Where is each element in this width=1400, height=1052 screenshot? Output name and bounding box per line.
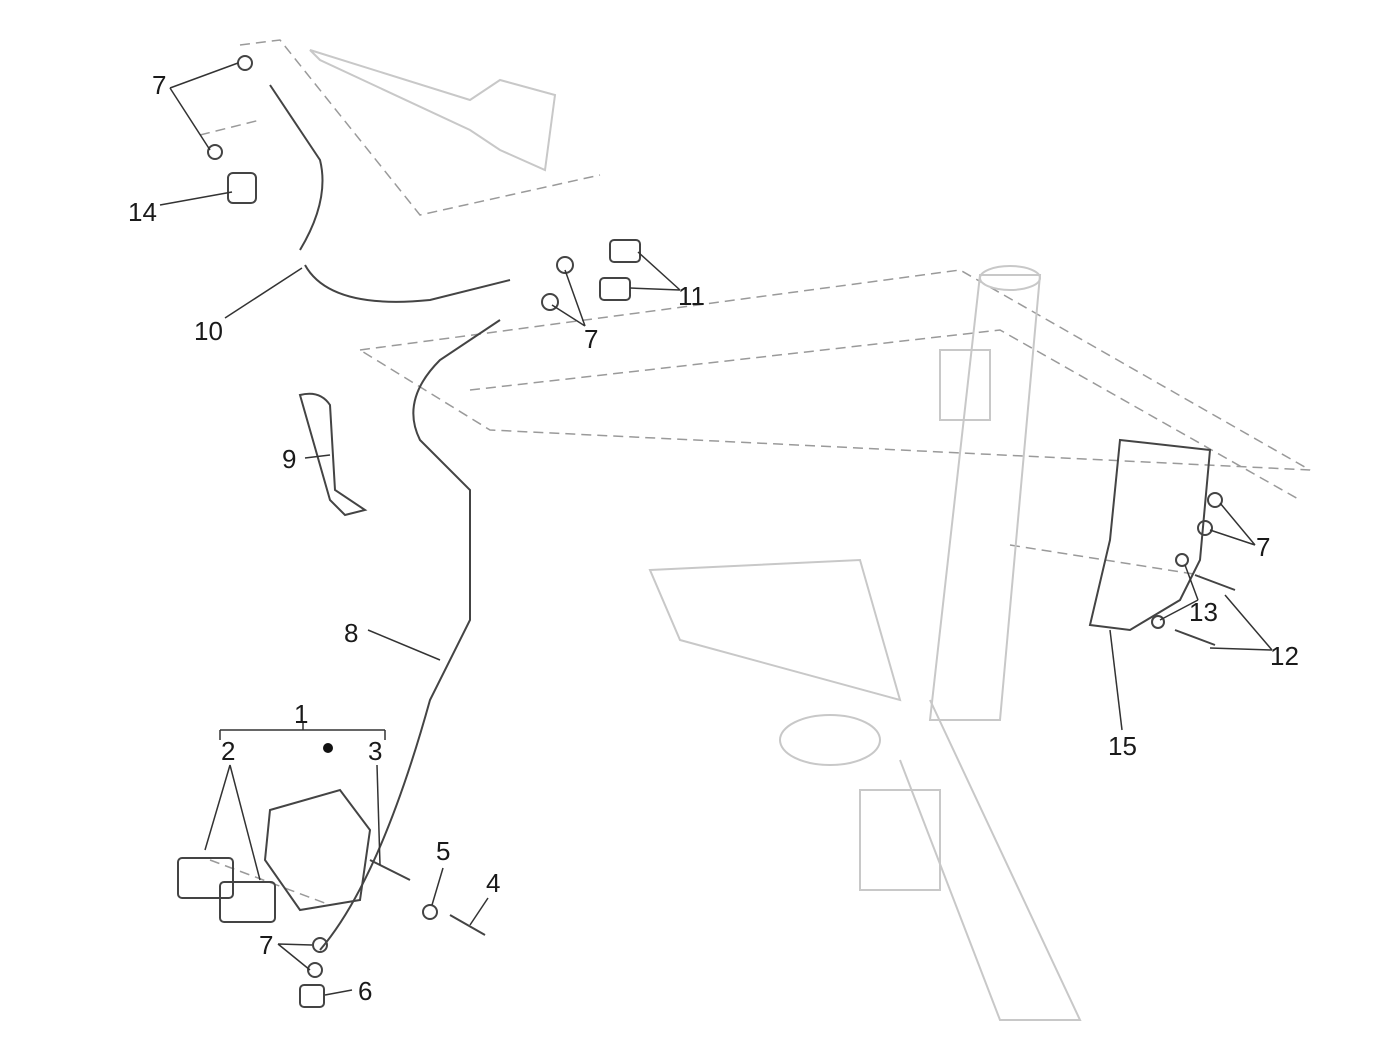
callout-11: 11 bbox=[678, 281, 705, 311]
callout-10: 10 bbox=[194, 316, 223, 346]
callout-2: 2 bbox=[221, 736, 235, 766]
callout-6: 6 bbox=[358, 976, 372, 1006]
small-parts bbox=[177, 55, 1236, 1008]
callout-8: 8 bbox=[344, 618, 358, 648]
callout-14: 14 bbox=[128, 197, 157, 227]
assembly-guides bbox=[199, 39, 1311, 906]
callout-5: 5 bbox=[436, 836, 450, 866]
callout-labels: 7 14 10 11 7 9 8 1 2 3 5 4 7 6 7 13 12 1… bbox=[128, 70, 1299, 1006]
callout-4: 4 bbox=[486, 868, 500, 898]
leader-lines bbox=[159, 62, 1273, 996]
callout-13: 13 bbox=[1189, 597, 1218, 627]
brake-hoses bbox=[269, 84, 511, 951]
callout-15: 15 bbox=[1108, 731, 1137, 761]
steering-frame-ghost bbox=[648, 265, 1082, 1021]
callout-7: 7 bbox=[584, 324, 598, 354]
callout-12: 12 bbox=[1270, 641, 1299, 671]
callout-7: 7 bbox=[259, 930, 273, 960]
callout-7: 7 bbox=[1256, 532, 1270, 562]
callout-9: 9 bbox=[282, 444, 296, 474]
callout-3: 3 bbox=[368, 736, 382, 766]
callout-7: 7 bbox=[152, 70, 166, 100]
brake-lever-ghost bbox=[309, 49, 557, 172]
callout-1: 1 bbox=[294, 699, 308, 729]
